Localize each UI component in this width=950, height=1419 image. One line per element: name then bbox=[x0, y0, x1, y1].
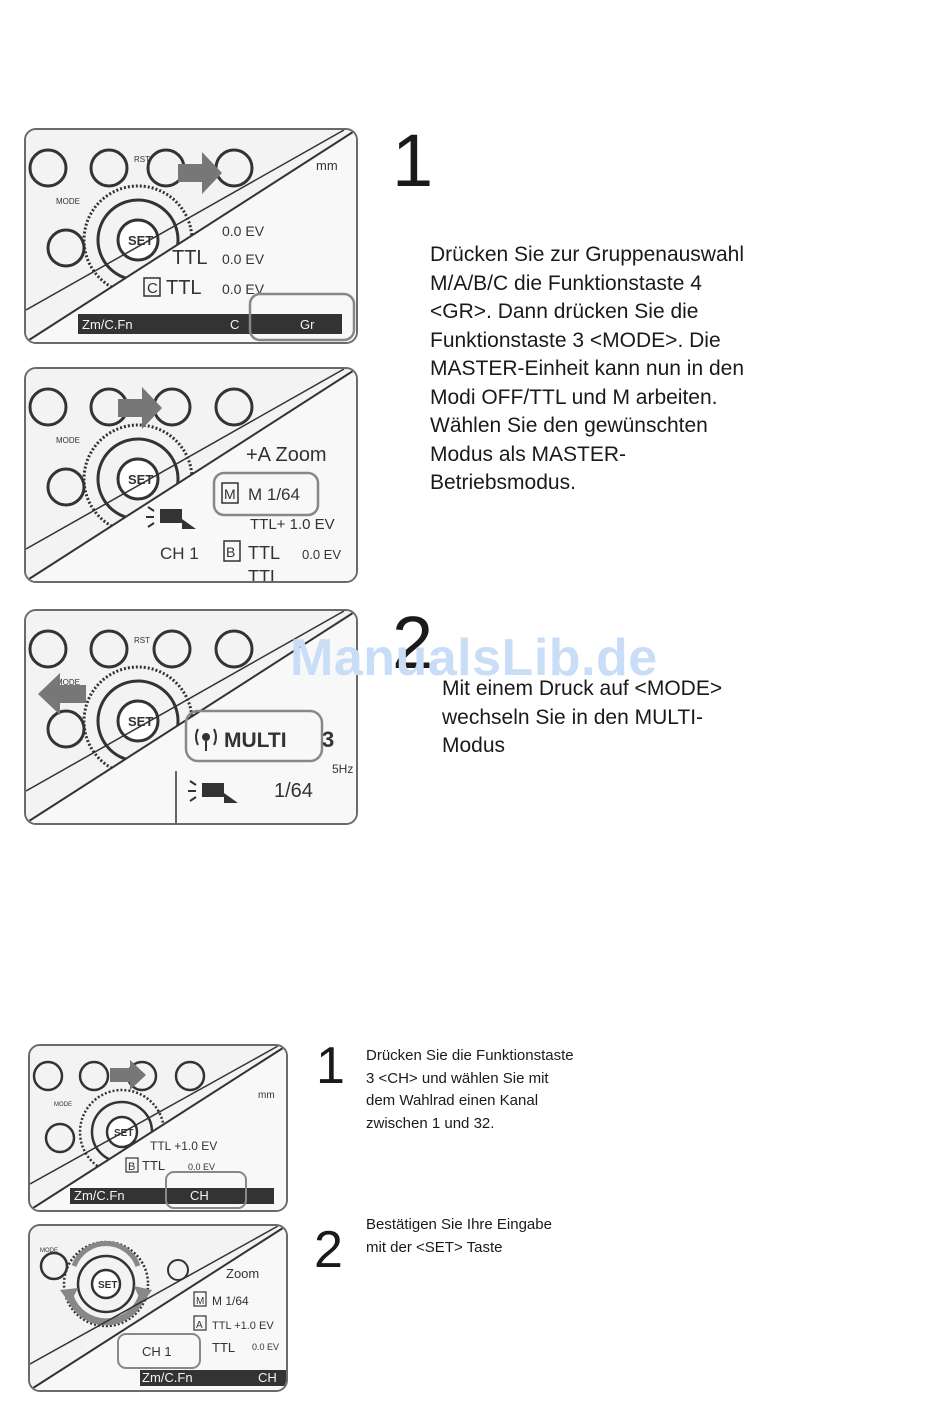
row3-ev: 0.0 EV bbox=[222, 281, 265, 297]
zoom-label: +A Zoom bbox=[246, 444, 327, 466]
row-b-mode: TTL bbox=[248, 543, 280, 563]
arrow-right-icon bbox=[118, 387, 162, 429]
highlight-frame bbox=[212, 471, 320, 517]
set-label: SET bbox=[98, 1280, 117, 1291]
zoom-label: Zoom bbox=[226, 1266, 259, 1281]
group-b-label: B bbox=[128, 1161, 135, 1173]
bar-zm-cfn: Zm/C.Fn bbox=[82, 317, 133, 332]
group-m-label: M bbox=[196, 1296, 204, 1307]
mode-label: MODE bbox=[56, 197, 80, 206]
flash-illustration: SET RST MODE MULTI 3 5Hz 1/64 bbox=[26, 611, 356, 823]
row1: TTL +1.0 EV bbox=[150, 1139, 217, 1153]
row2-mode: TTL bbox=[142, 1158, 165, 1173]
bar-zm-cfn: Zm/C.Fn bbox=[74, 1188, 125, 1203]
row-c-mode: TTL bbox=[248, 567, 280, 581]
group-a-label: A bbox=[196, 1320, 203, 1331]
m-value: M 1/64 bbox=[248, 485, 300, 504]
set-label: SET bbox=[128, 233, 153, 248]
step-2-number: 2 bbox=[392, 601, 434, 684]
row-b-ev: 0.0 EV bbox=[252, 1342, 279, 1352]
row-b-mode: TTL bbox=[212, 1340, 235, 1355]
bar-ch: CH bbox=[258, 1370, 277, 1385]
arrow-left-icon bbox=[38, 673, 86, 715]
flash-illustration: SET RST MODE mm 0.0 EV TTL 0.0 EV C TTL … bbox=[26, 130, 356, 342]
mm-label: mm bbox=[316, 158, 338, 173]
power-value: 1/64 bbox=[274, 780, 313, 802]
step-1-text: Drücken Sie zur Gruppenauswahl M/A/B/C d… bbox=[430, 243, 745, 494]
wireless-antenna-icon bbox=[195, 728, 217, 751]
mode-label: MODE bbox=[56, 436, 80, 445]
mode-label: MODE bbox=[40, 1248, 58, 1254]
set-label: SET bbox=[128, 714, 153, 729]
highlight-frame bbox=[165, 1171, 247, 1209]
figure-3-multi-mode: SET RST MODE MULTI 3 5Hz 1/64 bbox=[24, 609, 358, 825]
wireless-flash-icon bbox=[188, 780, 238, 803]
row-b-ev: 0.0 EV bbox=[302, 547, 341, 562]
figure-4-channel-select: SET MODE mm TTL +1.0 EV B TTL 0.0 EV Zm/… bbox=[28, 1044, 288, 1212]
group-b-label: B bbox=[226, 544, 235, 560]
group-m-label: M bbox=[224, 486, 236, 502]
step-2-text: Mit einem Druck auf <MODE> wechseln Sie … bbox=[442, 677, 723, 757]
mm-label: mm bbox=[258, 1090, 275, 1101]
step-1-number: 1 bbox=[392, 119, 434, 202]
highlight-frame bbox=[184, 709, 324, 763]
bar-gr: Gr bbox=[300, 317, 315, 332]
flash-illustration: SET MODE Zoom M M 1/64 A TTL +1.0 EV TTL… bbox=[30, 1226, 286, 1390]
highlight-frame bbox=[248, 292, 356, 342]
wireless-flash-icon bbox=[146, 506, 196, 529]
row2-ev: 0.0 EV bbox=[188, 1162, 215, 1172]
section2-step-1-text: Drücken Sie die Funktionstaste 3 <CH> un… bbox=[366, 1047, 574, 1132]
mode-label: MODE bbox=[56, 678, 80, 687]
hz-label: 5Hz bbox=[332, 762, 353, 776]
figure-5-set-confirm: SET MODE Zoom M M 1/64 A TTL +1.0 EV TTL… bbox=[28, 1224, 288, 1392]
bar-zm-cfn: Zm/C.Fn bbox=[142, 1370, 193, 1385]
rst-label: RST bbox=[134, 636, 150, 645]
set-label: SET bbox=[128, 472, 153, 487]
channel-label: CH 1 bbox=[160, 544, 199, 563]
section2-step-2-text: Bestätigen Sie Ihre Eingabe mit der <SET… bbox=[366, 1216, 552, 1256]
set-label: SET bbox=[114, 1128, 133, 1139]
group-c-label: C bbox=[147, 280, 158, 297]
row-a: TTL +1.0 EV bbox=[212, 1320, 274, 1332]
rst-label: RST bbox=[134, 155, 150, 164]
svg-text:3: 3 bbox=[322, 727, 334, 752]
channel-label: CH 1 bbox=[142, 1344, 172, 1359]
arrow-right-icon bbox=[110, 1060, 146, 1090]
flash-illustration: SET MODE +A Zoom M M 1/64 TTL+ 1.0 EV CH… bbox=[26, 369, 356, 581]
row-a: TTL+ 1.0 EV bbox=[250, 516, 335, 533]
highlight-frame bbox=[117, 1333, 201, 1369]
section2-step-2-number: 2 bbox=[314, 1221, 343, 1279]
bar-ch: CH bbox=[190, 1188, 209, 1203]
row3-mode: TTL bbox=[166, 277, 202, 299]
bar-c: C bbox=[230, 317, 239, 332]
mode-label: MODE bbox=[54, 1102, 72, 1108]
section2-step-1-number: 1 bbox=[316, 1037, 345, 1095]
row1-mode: TTL bbox=[172, 247, 208, 269]
watermark: ManualsLib.de bbox=[290, 629, 658, 687]
arrow-right-icon bbox=[178, 152, 222, 194]
figure-1-group-select: SET RST MODE mm 0.0 EV TTL 0.0 EV C TTL … bbox=[24, 128, 358, 344]
figure-2-master-mode: SET MODE +A Zoom M M 1/64 TTL+ 1.0 EV CH… bbox=[24, 367, 358, 583]
row1-ev-b: 0.0 EV bbox=[222, 251, 265, 267]
flash-illustration: SET MODE mm TTL +1.0 EV B TTL 0.0 EV Zm/… bbox=[30, 1046, 286, 1210]
multi-label: MULTI bbox=[224, 729, 287, 752]
m-value: M 1/64 bbox=[212, 1294, 249, 1308]
row1-ev: 0.0 EV bbox=[222, 223, 265, 239]
